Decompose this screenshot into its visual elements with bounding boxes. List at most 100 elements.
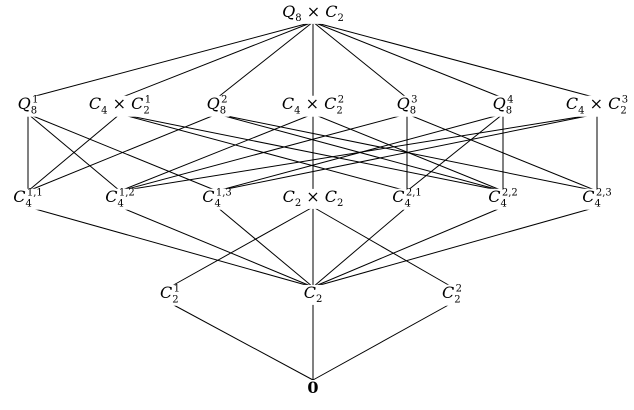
node-q3: Q83 xyxy=(394,94,420,117)
node-subscript: 8 xyxy=(295,13,302,25)
edge-c4c2_3-c413 xyxy=(216,113,598,192)
node-c2_2: C22 xyxy=(440,283,464,306)
node-superscript: 2,3 xyxy=(595,187,612,199)
edge-c2_1-zero xyxy=(169,302,314,381)
node-subscript: 8 xyxy=(505,105,513,117)
node-subscript: 4 xyxy=(214,198,221,210)
node-superscript: 3 xyxy=(621,94,629,106)
edge-top-q1 xyxy=(27,21,314,99)
node-superscript: 2 xyxy=(337,94,345,106)
node-times: × C xyxy=(107,94,144,114)
edge-top-c4c2_3 xyxy=(312,21,598,99)
node-times: × C xyxy=(301,186,338,206)
node-base: C xyxy=(281,94,295,114)
node-subscript: 4 xyxy=(294,105,301,117)
node-zero: 0 xyxy=(305,378,321,397)
node-base: C xyxy=(105,187,118,207)
node-times: × C xyxy=(584,94,621,114)
node-times: × C xyxy=(300,94,337,114)
node-superscript: 2 xyxy=(221,94,228,106)
node-subscript: 2 xyxy=(454,294,461,306)
node-subscript-2: 2 xyxy=(620,105,627,117)
node-subscript: 4 xyxy=(25,198,32,210)
node-superscript: 3 xyxy=(411,94,418,106)
node-superscript: 1,3 xyxy=(215,187,232,199)
edge-c4c2_1-c411 xyxy=(27,113,121,192)
edge-c413-c2 xyxy=(216,206,314,288)
node-base: C xyxy=(160,283,173,303)
node-superscript: 2,2 xyxy=(501,187,518,199)
node-c411: C41,1 xyxy=(11,187,45,210)
node-q4: Q84 xyxy=(490,94,516,117)
edge-top-q2 xyxy=(216,21,314,99)
node-base: C xyxy=(488,187,501,207)
node-c423: C42,3 xyxy=(580,187,614,210)
edge-c2c2-c2_2 xyxy=(312,206,453,288)
node-subscript: 4 xyxy=(594,198,601,210)
node-superscript: 1 xyxy=(173,283,180,295)
node-subscript: 2 xyxy=(315,294,323,306)
node-c2: C2 xyxy=(301,282,325,306)
edge-c2c2-c2_1 xyxy=(169,206,314,288)
node-subscript: 4 xyxy=(101,105,108,117)
edge-top-c4c2_1 xyxy=(119,21,314,99)
edge-q3-c423 xyxy=(406,113,598,192)
node-subscript: 8 xyxy=(219,105,227,117)
node-base: C xyxy=(88,94,102,114)
node-base: 0 xyxy=(307,378,319,397)
node-c4c2_1: C4 × C21 xyxy=(86,94,154,117)
node-subscript: 4 xyxy=(578,105,585,117)
node-base: Q xyxy=(282,1,296,21)
node-subscript-2: 2 xyxy=(337,13,344,25)
node-subscript: 8 xyxy=(30,105,38,117)
node-superscript: 1,1 xyxy=(26,187,43,199)
edge-q3-c412 xyxy=(119,113,408,192)
node-subscript: 8 xyxy=(409,105,417,117)
node-c2c2: C2 × C2 xyxy=(280,186,346,210)
node-subscript: 4 xyxy=(404,198,411,210)
node-subscript: 4 xyxy=(500,198,507,210)
edge-c421-c2 xyxy=(312,206,408,288)
node-top: Q8 × C2 xyxy=(280,1,346,25)
node-base: Q xyxy=(17,94,31,114)
node-superscript: 2,1 xyxy=(405,187,422,199)
node-base: C xyxy=(565,94,579,114)
node-superscript: 1,2 xyxy=(118,187,135,199)
node-subscript-2: 2 xyxy=(143,105,150,117)
node-base: Q xyxy=(492,94,506,114)
edge-c412-c2 xyxy=(119,206,314,288)
edge-top-q4 xyxy=(312,21,504,99)
node-superscript: 1 xyxy=(144,94,152,106)
edge-c422-c2 xyxy=(312,206,504,288)
node-times: × C xyxy=(301,1,338,21)
edge-q2-c411 xyxy=(27,113,218,192)
node-c4c2_2: C4 × C22 xyxy=(279,94,347,117)
node-subscript-2: 2 xyxy=(337,198,344,210)
node-base: Q xyxy=(206,94,220,114)
edge-q4-c421 xyxy=(406,113,504,192)
node-c412: C41,2 xyxy=(103,187,137,210)
edge-c411-c2 xyxy=(27,206,314,288)
node-base: C xyxy=(202,187,215,207)
node-superscript: 1 xyxy=(32,94,39,106)
node-superscript: 2 xyxy=(455,283,462,295)
node-subscript: 2 xyxy=(172,294,179,306)
node-base: C xyxy=(442,283,455,303)
node-base: C xyxy=(303,282,316,302)
node-q2: Q82 xyxy=(204,94,230,117)
node-q1: Q81 xyxy=(15,94,41,117)
node-c413: C41,3 xyxy=(200,187,234,210)
node-subscript: 4 xyxy=(117,198,124,210)
node-c422: C42,2 xyxy=(486,187,520,210)
edge-c2_2-zero xyxy=(312,302,453,381)
edge-c4c2_2-c412 xyxy=(119,113,314,192)
edge-c4c2_3-c412 xyxy=(119,113,598,192)
edge-c4c2_1-c422 xyxy=(119,113,504,192)
edge-top-q3 xyxy=(312,21,408,99)
node-base: C xyxy=(392,187,405,207)
node-subscript: 2 xyxy=(294,198,302,210)
edge-c423-c2 xyxy=(312,206,598,288)
node-base: C xyxy=(282,186,295,206)
